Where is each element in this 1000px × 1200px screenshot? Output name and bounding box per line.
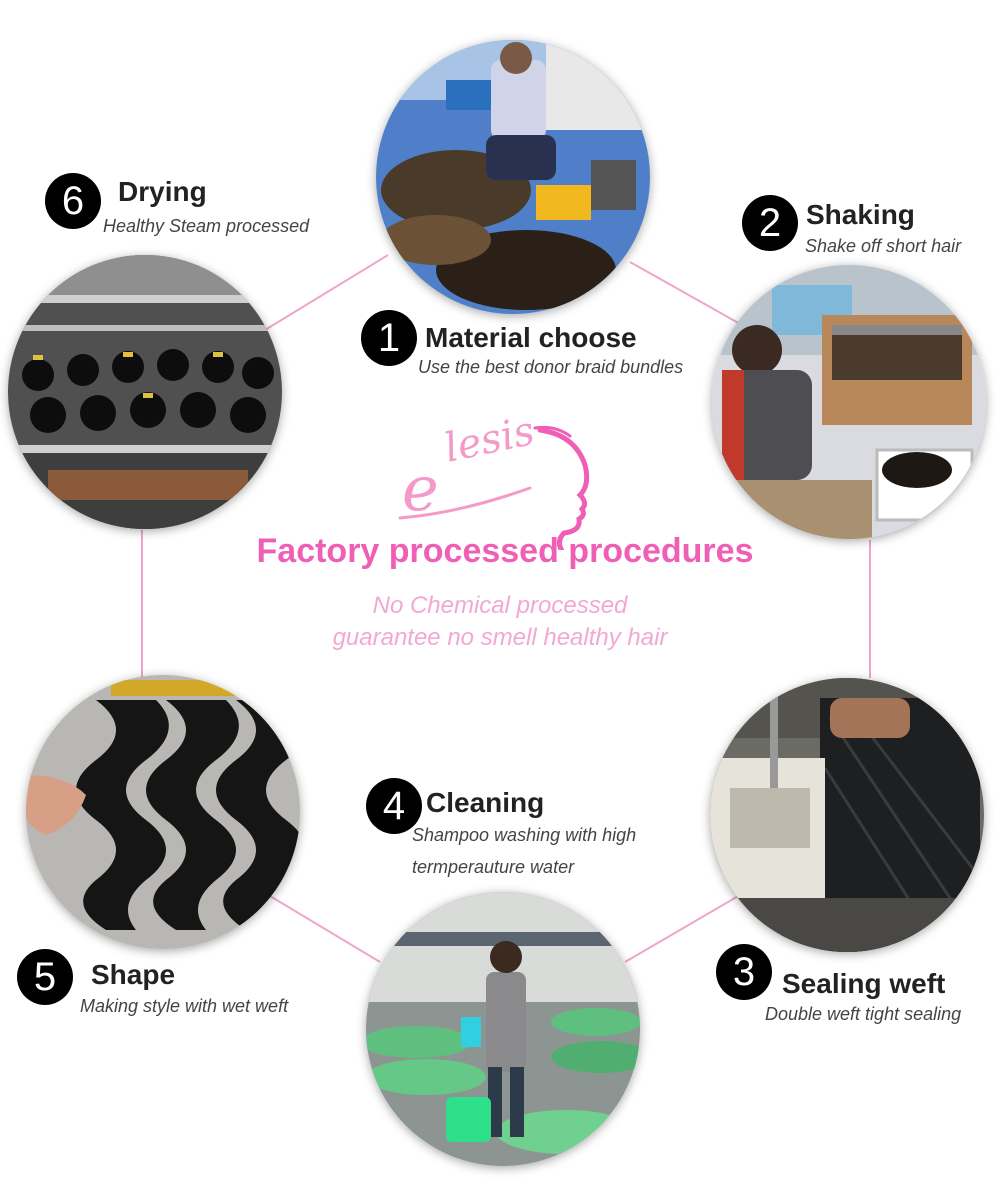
subline-1: No Chemical processed bbox=[372, 592, 628, 619]
step-1-number: 1 bbox=[361, 310, 417, 366]
step-4-subtitle-line1: Shampoo washing with high bbox=[412, 825, 637, 845]
step-3-number: 3 bbox=[716, 944, 772, 1000]
step-6-number: 6 bbox=[45, 173, 101, 229]
step-5-number: 5 bbox=[17, 949, 73, 1005]
step-3-title: Sealing weft bbox=[782, 968, 946, 999]
photo-sealing-weft bbox=[710, 678, 984, 952]
step-4-subtitle-line2: termperauture water bbox=[412, 857, 575, 877]
step-5-title: Shape bbox=[91, 959, 176, 990]
step-3-subtitle: Double weft tight sealing bbox=[765, 1004, 962, 1024]
connector-4-5 bbox=[264, 892, 381, 963]
step-4-title: Cleaning bbox=[426, 787, 545, 818]
photo-cleaning bbox=[366, 892, 640, 1166]
step-1-subtitle: Use the best donor braid bundles bbox=[418, 357, 684, 377]
photo-drying bbox=[8, 255, 282, 529]
step-2-subtitle: Shake off short hair bbox=[805, 236, 962, 256]
connector-1-2 bbox=[629, 261, 743, 326]
step-6-subtitle: Healthy Steam processed bbox=[103, 216, 310, 236]
head-silhouette bbox=[537, 427, 590, 554]
step-6-title: Drying bbox=[118, 176, 207, 207]
photo-material-choose bbox=[376, 40, 650, 314]
brand-logo-rest: lesis bbox=[441, 408, 539, 472]
headline: Factory processed procedures bbox=[256, 532, 754, 570]
step-4-number: 4 bbox=[366, 778, 422, 834]
photo-shaking bbox=[712, 265, 986, 539]
step-2-title: Shaking bbox=[806, 199, 915, 230]
brand-logo: e lesis bbox=[390, 400, 610, 554]
step-1-title: Material choose bbox=[425, 322, 637, 353]
connector-6-1 bbox=[264, 254, 389, 331]
step-5-subtitle: Making style with wet weft bbox=[80, 996, 289, 1016]
step-2-number: 2 bbox=[742, 195, 798, 251]
photo-shape bbox=[26, 675, 300, 949]
connector-3-4 bbox=[624, 894, 741, 963]
subline-2: guarantee no smell healthy hair bbox=[332, 624, 668, 651]
